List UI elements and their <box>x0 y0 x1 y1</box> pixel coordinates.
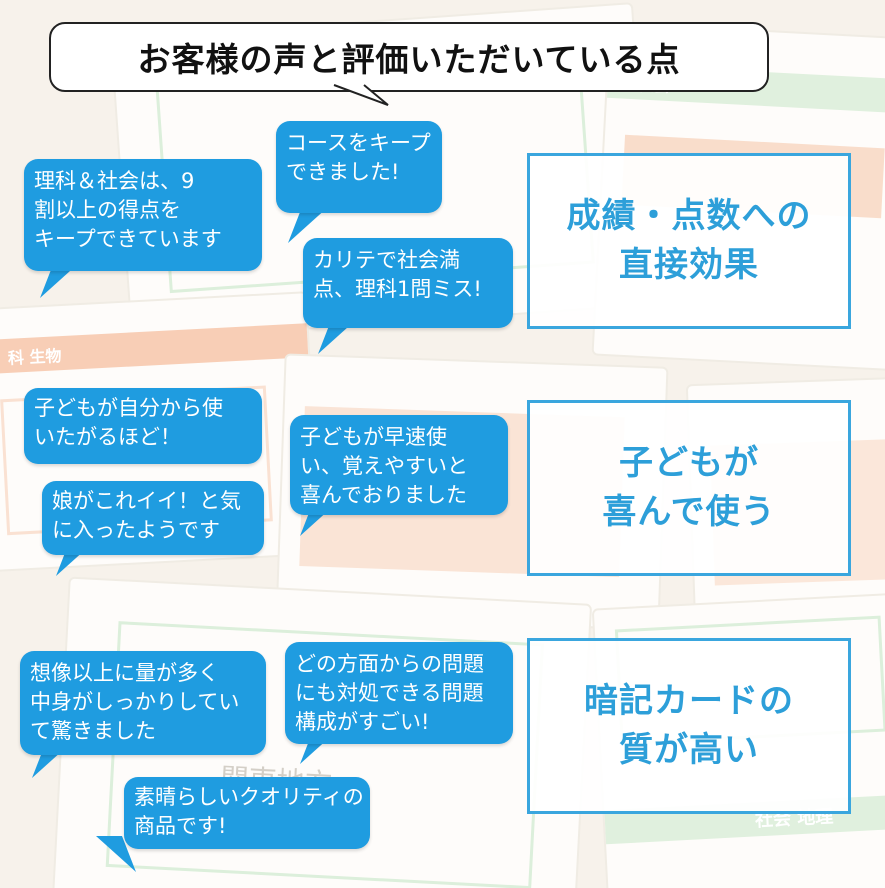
comment-line: 子どもが自分から使 <box>34 396 223 420</box>
comment-line: 子どもが早速使 <box>300 425 447 449</box>
comment-bubble-4: 子どもが自分から使 いたがるほど！ <box>24 388 262 464</box>
comment-bubble-2: コースをキープ できました! <box>276 121 442 213</box>
comment-bubble-7: 想像以上に量が多く 中身がしっかりしてい て驚きました <box>20 651 266 755</box>
comment-line: い、覚えやすいと <box>300 453 468 478</box>
category-kids: 子どもが 喜んで使う <box>527 400 851 576</box>
category-quality: 暗記カードの 質が高い <box>527 638 851 814</box>
comment-line: キープできています <box>34 226 222 251</box>
comment-line: 割以上の得点を <box>34 197 181 222</box>
category-line: 質が高い <box>619 730 759 770</box>
comment-line: 中身がしっかりしてい <box>30 689 240 714</box>
comment-line: に入ったようです <box>52 517 220 542</box>
page-title: お客様の声と評価いただいている点 <box>137 40 681 79</box>
comment-bubble-3: カリテで社会満 点、理科1問ミス! <box>303 238 513 328</box>
comment-line: 構成がすごい! <box>295 709 430 734</box>
comment-bubble-1: 理科＆社会は、9 割以上の得点を キープできています <box>24 159 262 271</box>
comment-line: て驚きました <box>30 718 156 743</box>
bubble-tail <box>96 836 136 872</box>
comment-bubble-6: 娘がこれイイ！と気 に入ったようです <box>42 481 264 555</box>
comment-line: いたがるほど！ <box>34 424 181 449</box>
comment-line: 喜んでおりました <box>300 482 467 507</box>
comment-line: 理科＆社会は、9 <box>34 169 195 193</box>
title-bubble-tail <box>333 84 389 106</box>
comment-line: にも対処できる問題 <box>295 680 484 705</box>
comment-bubble-5: 子どもが早速使 い、覚えやすいと 喜んでおりました <box>290 415 508 515</box>
category-line: 子どもが <box>619 442 759 483</box>
category-line: 直接効果 <box>619 245 759 285</box>
comment-line: カリテで社会満 <box>313 248 460 272</box>
category-line: 成績・点数への <box>566 195 812 236</box>
bubble-tail <box>40 262 80 298</box>
comment-line: コースをキープ <box>286 131 431 155</box>
comment-line: 商品です! <box>134 813 227 838</box>
category-grades: 成績・点数への 直接効果 <box>527 153 851 329</box>
comment-line: どの方面からの問題 <box>295 652 484 676</box>
bubble-tail <box>288 207 328 243</box>
comment-line: 点、理科1問ミス! <box>313 276 482 301</box>
comment-line: 娘がこれイイ！と気 <box>52 489 241 513</box>
title-bubble: お客様の声と評価いただいている点 <box>49 22 769 92</box>
comment-bubble-9: 素晴らしいクオリティの 商品です! <box>124 777 370 849</box>
category-line: 暗記カードの <box>584 680 794 721</box>
comment-bubble-8: どの方面からの問題 にも対処できる問題 構成がすごい! <box>285 642 513 744</box>
category-line: 喜んで使う <box>602 492 776 532</box>
comment-line: 想像以上に量が多く <box>30 661 219 685</box>
comment-line: できました! <box>286 159 400 184</box>
comment-line: 素晴らしいクオリティの <box>134 785 364 809</box>
